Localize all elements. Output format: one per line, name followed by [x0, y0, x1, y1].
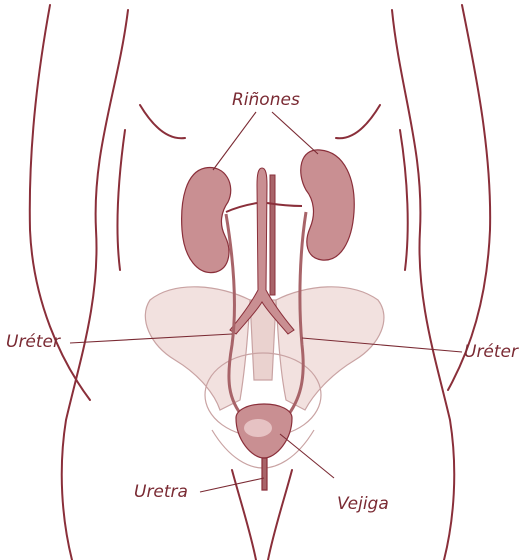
label-bladder: Vejiga	[337, 496, 389, 513]
right-arm-outer	[448, 5, 490, 390]
left-torso	[62, 10, 128, 560]
bladder-group	[236, 404, 292, 490]
left-kidney	[182, 168, 231, 273]
inner-thigh-right	[268, 470, 292, 560]
right-iliac	[276, 287, 384, 410]
left-chest-curve	[140, 105, 185, 138]
leader-kidney-left	[213, 112, 256, 170]
right-torso	[392, 10, 454, 560]
label-ureter-left: Uréter	[6, 334, 60, 351]
right-arm-inner	[400, 130, 408, 270]
renal-vessel-left	[226, 203, 257, 212]
leader-kidney-right	[272, 112, 318, 154]
leader-urethra	[200, 478, 264, 492]
right-chest-curve	[336, 105, 380, 138]
vena-cava	[270, 175, 275, 295]
label-urethra: Uretra	[134, 484, 188, 501]
right-kidney	[301, 150, 354, 260]
bladder-highlight	[244, 419, 272, 437]
kidneys	[182, 150, 355, 273]
urethra	[262, 458, 267, 490]
label-ureter-right: Uréter	[464, 344, 518, 361]
inner-thigh-left	[232, 470, 256, 560]
label-kidneys: Riñones	[232, 92, 300, 109]
left-arm-inner	[118, 130, 125, 270]
